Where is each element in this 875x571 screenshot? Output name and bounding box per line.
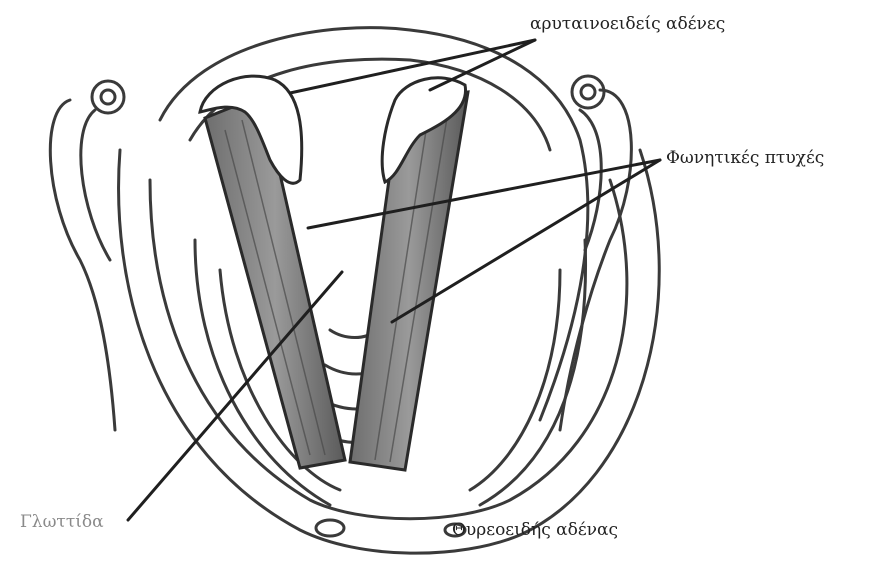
thyroid-nub [316,520,344,536]
left-lobe-outline [50,100,115,430]
left-cartilage-ring [92,81,124,113]
left-lobe-inner [81,110,110,260]
right-cartilage-ring [572,76,604,108]
arytenoid-glands-label: αρυταινοειδείς αδένες [530,14,725,34]
glottis-label: Γλωττίδα [20,512,104,532]
right-lobe-inner [580,110,601,250]
vocal-folds-label: Φωνητικές πτυχές [666,148,824,168]
left-cartilage-ring-inner [101,90,115,104]
leader-folds-left [308,160,660,228]
right-cartilage-ring-inner [581,85,595,99]
inner-ring-2 [470,270,560,490]
thyroid-gland-label: Θυρεοειδής αδένας [452,520,618,540]
